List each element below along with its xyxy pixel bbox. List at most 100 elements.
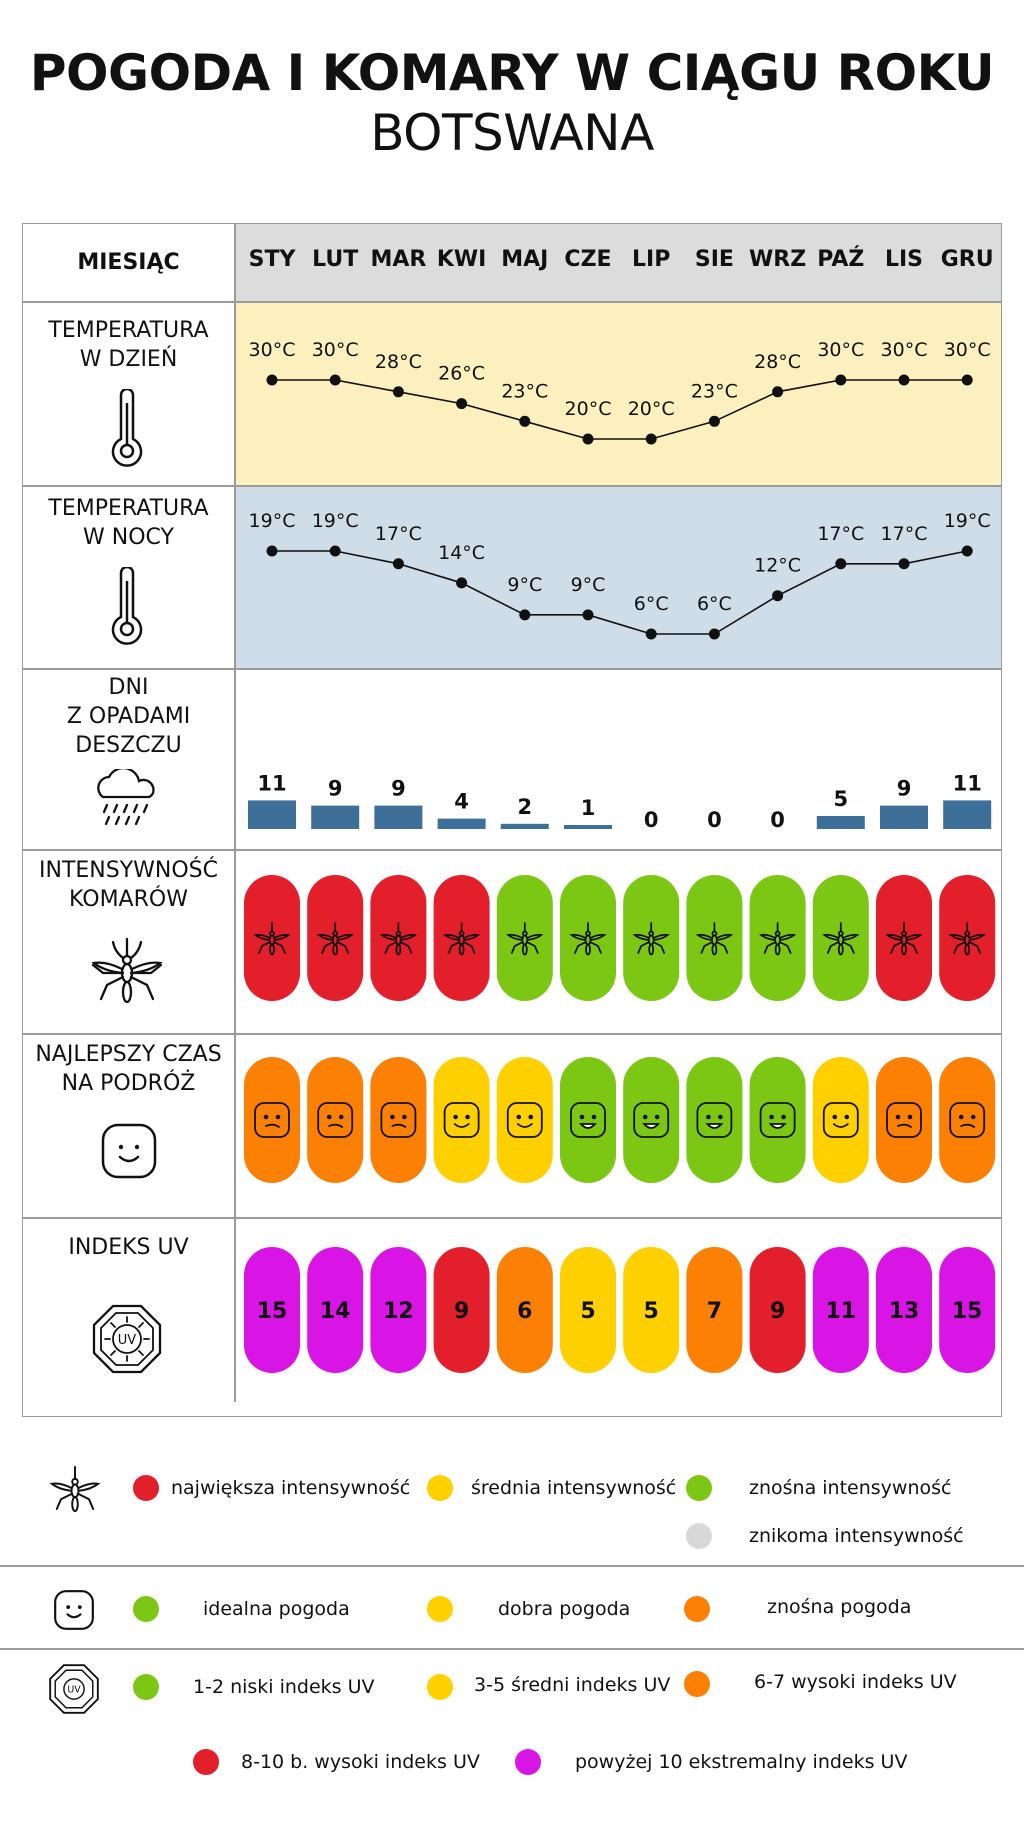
mosquito-icon [253, 922, 291, 956]
rain-bar [816, 816, 865, 829]
mosquito-pill [370, 875, 427, 1001]
legend-divider [0, 1648, 1024, 1650]
rain-label: 11 [953, 771, 982, 795]
day-temp-label: 28°C [375, 351, 422, 373]
uv-value: 12 [383, 1299, 414, 1324]
thermometer-icon [111, 389, 143, 467]
mosquito-pill [560, 875, 616, 1001]
mosquito-pill [307, 875, 364, 1001]
uv-value: 15 [952, 1299, 983, 1324]
legend-dot-yellow [427, 1674, 453, 1700]
month-label: PAŹ [817, 247, 865, 272]
row-label-uv: INDEKS UV [68, 1235, 189, 1260]
mosquito-icon [91, 937, 163, 1004]
row-label-month: MIESIĄC [77, 250, 180, 275]
day-temp-point [645, 433, 657, 445]
night-temp-label: 17°C [881, 523, 928, 545]
mosquito-icon [569, 922, 607, 956]
month-label: SIE [694, 247, 734, 272]
legend-uv-medium: 3-5 średni indeks UV [474, 1674, 671, 1696]
legend-dot-gray [686, 1523, 712, 1549]
rain-bar [500, 823, 549, 829]
rain-label: 0 [644, 808, 659, 832]
day-temp-label: 30°C [249, 339, 296, 361]
rain-label: 0 [707, 808, 722, 832]
rain-label: 5 [833, 787, 848, 811]
day-temperature-band [234, 302, 1001, 486]
legend-dot-yellow [427, 1475, 453, 1501]
mosquito-icon [379, 922, 417, 956]
day-temp-point [392, 386, 404, 398]
uv-value: 13 [889, 1299, 920, 1324]
night-temp-label: 19°C [944, 510, 991, 532]
day-temp-point [772, 386, 784, 398]
legend-dot-red [193, 1749, 219, 1775]
mosquito-icon [506, 922, 544, 956]
uv-pill [370, 1247, 427, 1373]
travel-pill [749, 1057, 806, 1183]
mosquito-icon [632, 922, 670, 956]
day-temp-line [272, 379, 968, 440]
smiley-icon [443, 1102, 480, 1138]
rain-bar [374, 805, 423, 829]
mosquito-icon [822, 922, 860, 956]
month-label: KWI [436, 247, 487, 272]
travel-pill [686, 1057, 743, 1183]
rain-label: 4 [454, 790, 469, 814]
thermometer-icon [111, 567, 143, 645]
uv-sun-icon: UV [49, 1664, 99, 1714]
day-temp-point [961, 374, 973, 386]
column-divider [234, 224, 236, 1402]
travel-pill [560, 1057, 616, 1183]
day-temp-label: 20°C [628, 398, 675, 420]
mosquito-pill [749, 875, 806, 1001]
legend-mosquito-negligible: znikoma intensywność [749, 1525, 964, 1547]
night-temp-point [835, 558, 847, 570]
month-label: GRU [940, 247, 994, 272]
travel-pill [496, 1057, 553, 1183]
row-divider [23, 485, 1001, 487]
rain-label: 1 [581, 796, 596, 820]
uv-value: 7 [707, 1299, 722, 1324]
night-temp-label: 6°C [634, 593, 669, 615]
page-subtitle: BOTSWANA [370, 104, 654, 162]
night-temp-point [961, 545, 973, 557]
day-temp-label: 23°C [691, 380, 738, 402]
travel-pill [623, 1057, 680, 1183]
uv-value: 9 [454, 1299, 469, 1324]
legend-dot-green [133, 1674, 159, 1700]
smiley-icon [254, 1102, 290, 1138]
day-temp-point [266, 374, 278, 386]
row-divider [23, 1033, 1001, 1035]
mosquito-icon [443, 922, 481, 956]
rain-bar [564, 825, 612, 829]
day-temp-point [519, 415, 531, 427]
night-temp-point [456, 577, 468, 589]
legend-dot-green [133, 1596, 159, 1622]
svg-text:UV: UV [67, 1685, 81, 1696]
month-label: CZE [564, 247, 612, 272]
day-temp-point [456, 398, 468, 410]
day-temp-point [582, 433, 594, 445]
rain-label: 9 [391, 777, 406, 801]
uv-value: 14 [320, 1299, 351, 1324]
uv-pill [307, 1247, 364, 1373]
day-temp-label: 30°C [944, 339, 991, 361]
uv-value: 9 [770, 1299, 785, 1324]
night-temperature-band [234, 486, 1001, 669]
uv-pill [623, 1247, 680, 1373]
smiley-icon [822, 1102, 859, 1138]
legend-dot-orange [684, 1671, 710, 1697]
legend-divider [0, 1565, 1024, 1567]
month-label: WRZ [749, 247, 807, 272]
night-temp-label: 19°C [312, 510, 359, 532]
legend-mosquito-medium: średnia intensywność [471, 1477, 677, 1499]
legend-uv-very-high: 8-10 b. wysoki indeks UV [241, 1751, 480, 1773]
row-divider [23, 849, 1001, 851]
month-label: STY [248, 247, 296, 272]
day-temp-label: 20°C [565, 398, 612, 420]
legend-dot-yellow [427, 1596, 453, 1622]
mosquito-icon [695, 922, 733, 956]
